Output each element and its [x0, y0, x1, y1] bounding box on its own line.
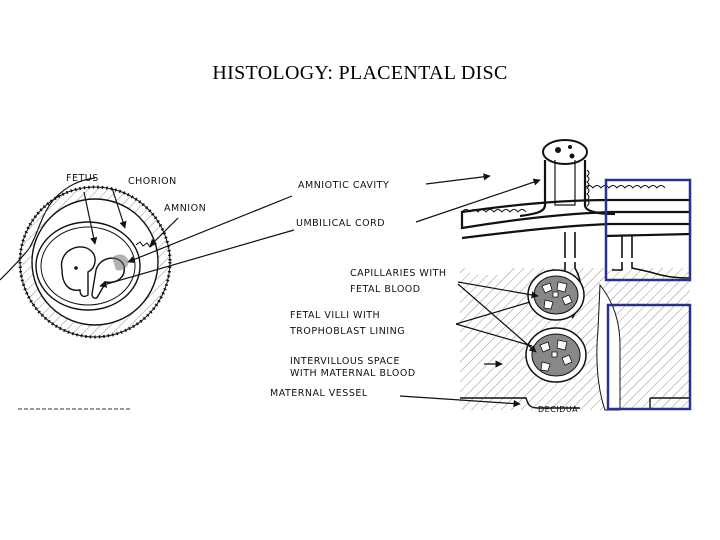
label-amniotic-cavity: AMNIOTIC CAVITY [298, 180, 389, 191]
label-villi-line2: TROPHOBLAST LINING [289, 326, 405, 337]
placenta-section [460, 139, 692, 411]
label-decidua: DECIDUA [538, 405, 578, 414]
upper-villus [527, 269, 585, 321]
lower-villus [525, 327, 587, 383]
label-amnion: AMNION [164, 203, 206, 214]
label-intervillous-line1: INTERVILLOUS SPACE [290, 356, 400, 367]
label-maternal-vessel: MATERNAL VESSEL [270, 388, 368, 399]
labels: FETUS CHORION AMNION AMNIOTIC CAVITY UMB… [66, 173, 578, 414]
label-fetus: FETUS [66, 173, 99, 184]
label-intervillous-line2: WITH MATERNAL BLOOD [290, 368, 416, 379]
slide-title: HISTOLOGY: PLACENTAL DISC [212, 62, 508, 84]
label-chorion: CHORION [128, 176, 177, 187]
label-capillaries-line1: CAPILLARIES WITH [350, 268, 447, 279]
highlight-box-upper [604, 178, 692, 282]
pointer-arrows [83, 173, 541, 408]
label-umbilical-cord: UMBILICAL CORD [296, 218, 385, 229]
label-capillaries-line2: FETAL BLOOD [350, 284, 421, 295]
highlight-box-lower [606, 303, 692, 411]
embryo-overview [0, 177, 172, 339]
label-villi-line1: FETAL VILLI WITH [290, 310, 380, 321]
